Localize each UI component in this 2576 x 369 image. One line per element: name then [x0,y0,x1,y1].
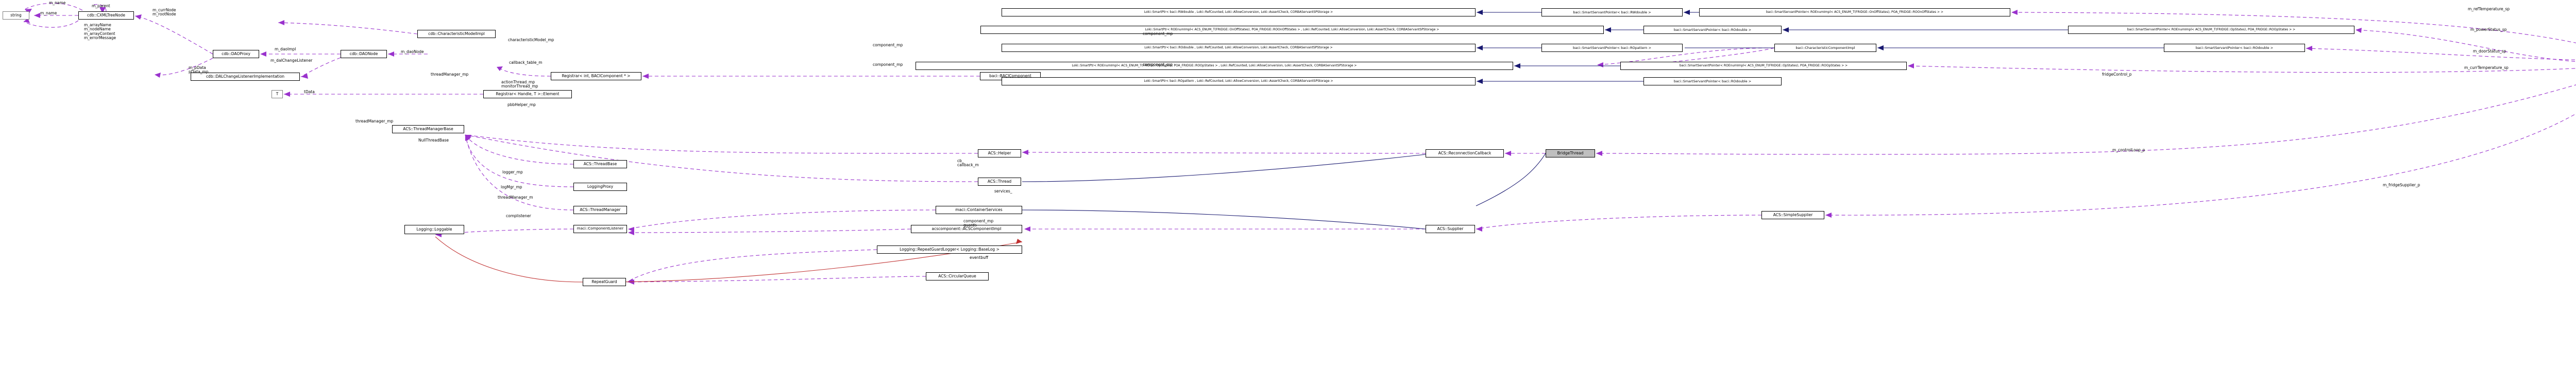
edge-label: NullThreadBase [418,138,449,143]
class-node-repeatguard[interactable]: RepeatGuard [583,278,626,286]
class-node-baci_ssp3[interactable]: baci::SmartServantPointer< baci::ROpatte… [1541,44,1683,52]
edge-label: services_ [994,189,1012,194]
edge-label: m_currNode m_rootNode [152,8,176,17]
class-node-acs_circularqueue[interactable]: ACS::CircularQueue [926,272,989,280]
class-node-baci_ssp_roenum3[interactable]: baci::SmartServantPointer< baci::ROdoubl… [2164,44,2305,52]
edge-label: component_mp [1143,62,1173,67]
edge-label: component_mp [1143,31,1173,36]
class-node-characteristicmodelimpl[interactable]: cdb::CharacteristicModelImpl [417,30,496,38]
class-node-logging_loggable[interactable]: Logging::Loggable [404,225,464,234]
class-node-daoproxy[interactable]: cdb::DAOProxy [213,50,259,58]
edge-label: logMgr_mp [501,185,522,189]
edge-label: callback_table_m [509,60,543,65]
edge-label: logger_mp [502,170,523,174]
class-node-registrar_el[interactable]: Registrar< Handle, T >::Element [483,90,572,98]
class-node-daonode[interactable]: cdb::DAONode [341,50,387,58]
class-node-maci_containerservices[interactable]: maci::ContainerServices [936,206,1022,214]
class-node-acscomponent_impl[interactable]: acscomponent::ACSComponentImpl [911,225,1022,233]
edge-label: characteristicModel_mp [508,38,554,42]
class-node-loki5[interactable]: Loki::SmartPtr< baci::ROpattern , Loki::… [1002,77,1476,85]
class-node-loki2[interactable]: Loki::SmartPtr< ROEnumImpl< ACS_ENUM_T(F… [980,26,1604,34]
class-node-acs_threadmanagerbase[interactable]: ACS::ThreadManagerBase [392,125,464,133]
class-node-acs_simplesupplier[interactable]: ACS::SimpleSupplier [1761,211,1824,219]
class-node-acs_thread[interactable]: ACS::Thread [978,178,1021,186]
edge-label: cb_ callback_m [957,159,979,168]
edge-label: eventbuff [970,255,989,260]
class-node-logging_repeatguardlogger[interactable]: Logging::RepeatGuardLogger< Logging::Bas… [877,245,1022,254]
edge-label: m_currTemperature_sp [2464,65,2509,70]
class-node-loki4[interactable]: Loki::SmartPtr< ROEnumImpl< ACS_ENUM_T(F… [916,62,1513,70]
edge-label: tData [304,90,315,94]
class-node-t[interactable]: T [272,90,283,98]
class-node-cxmltreenode[interactable]: cdb::CXMLTreeNode [78,11,134,20]
edge-label: m_dalChangeListener [270,58,313,63]
class-node-registrar_baci[interactable]: Registrar< int, BACIComponent * > [551,72,641,80]
class-node-baci_ssp2[interactable]: baci::SmartServantPointer< baci::ROdoubl… [1643,26,1782,34]
edge-label: component_mp [873,43,903,47]
class-node-baci_charcomponentimpl[interactable]: baci::CharacteristicComponentImpl [1774,44,1876,52]
edge-label: complistener [506,214,531,218]
edge-label: threadManager_mp [431,72,469,77]
class-node-baci_ssp1[interactable]: baci::SmartServantPointer< baci::RWdoubl… [1541,8,1683,16]
edge-label: threadManager_mp [355,119,394,124]
class-node-dalchangelistenerimpl[interactable]: cdb::DALChangeListenerImplementation [191,73,300,81]
class-node-acs_threadmanager[interactable]: ACS::ThreadManager [573,206,627,214]
class-node-loki1[interactable]: Loki::SmartPtr< baci::RWdouble , Loki::R… [1002,8,1476,16]
class-node-baci_ssp_roenum2[interactable]: baci::SmartServantPointer< ROEnumImpl< A… [2068,26,2354,34]
class-node-maci_componentlistener[interactable]: maci::ComponentListener [573,225,627,233]
class-node-baci_ssp5[interactable]: baci::SmartServantPointer< baci::ROdoubl… [1643,77,1782,85]
edge-label: actionThread_mp monitorThread_mp [501,80,538,89]
edge-label: component_mp guards [963,219,994,228]
edge-label: m_daoImpl [275,47,296,51]
edge-label: m_refTemperature_sp [2468,7,2510,11]
class-node-acs_helper[interactable]: ACS::Helper [978,149,1021,157]
edge-label: m_name [40,11,57,15]
class-node-loki3[interactable]: Loki::SmartPtr< baci::ROdouble , Loki::R… [1002,44,1476,52]
edge-label: threadManager_m [498,195,533,200]
edge-label: m_parent [92,4,110,8]
edge-label: m_controlLoop_p [2112,148,2145,152]
class-node-loggingproxy[interactable]: LoggingProxy [573,183,627,191]
class-node-string[interactable]: string [3,11,29,20]
class-node-baci_ssp4[interactable]: baci::SmartServantPointer< ROEnumImpl< A… [1620,62,1907,70]
class-node-bridgethread[interactable]: BridgeThread [1546,149,1595,157]
edge-label: m_doorStatus_sp [2473,49,2506,54]
edge-label: m_daoNode [401,49,424,54]
class-node-acs_reconnectioncallback[interactable]: ACS::ReconnectionCallback [1426,149,1504,157]
class-node-baci_ssp_roenum1[interactable]: baci::SmartServantPointer< ROEnumImpl< A… [1699,8,2010,16]
edge-label: m_powerStatus_sp [2470,27,2507,32]
edge-label: m_pData pData_mp [189,65,209,75]
class-node-acs_supplier[interactable]: ACS::Supplier [1426,225,1475,233]
edge-label: m_arrayName m_nodeName m_arrayContent m_… [84,23,116,41]
class-node-acs_threadbase[interactable]: ACS::ThreadBase [573,160,627,168]
edge-label: fridgeControl_p [2102,72,2132,77]
edge-label: pbbHelper_mp [507,102,536,107]
edge-label: m_name [49,1,66,5]
edge-label: component_mp [873,62,903,67]
edge-label: m_fridgeSupplier_p [2383,183,2420,187]
